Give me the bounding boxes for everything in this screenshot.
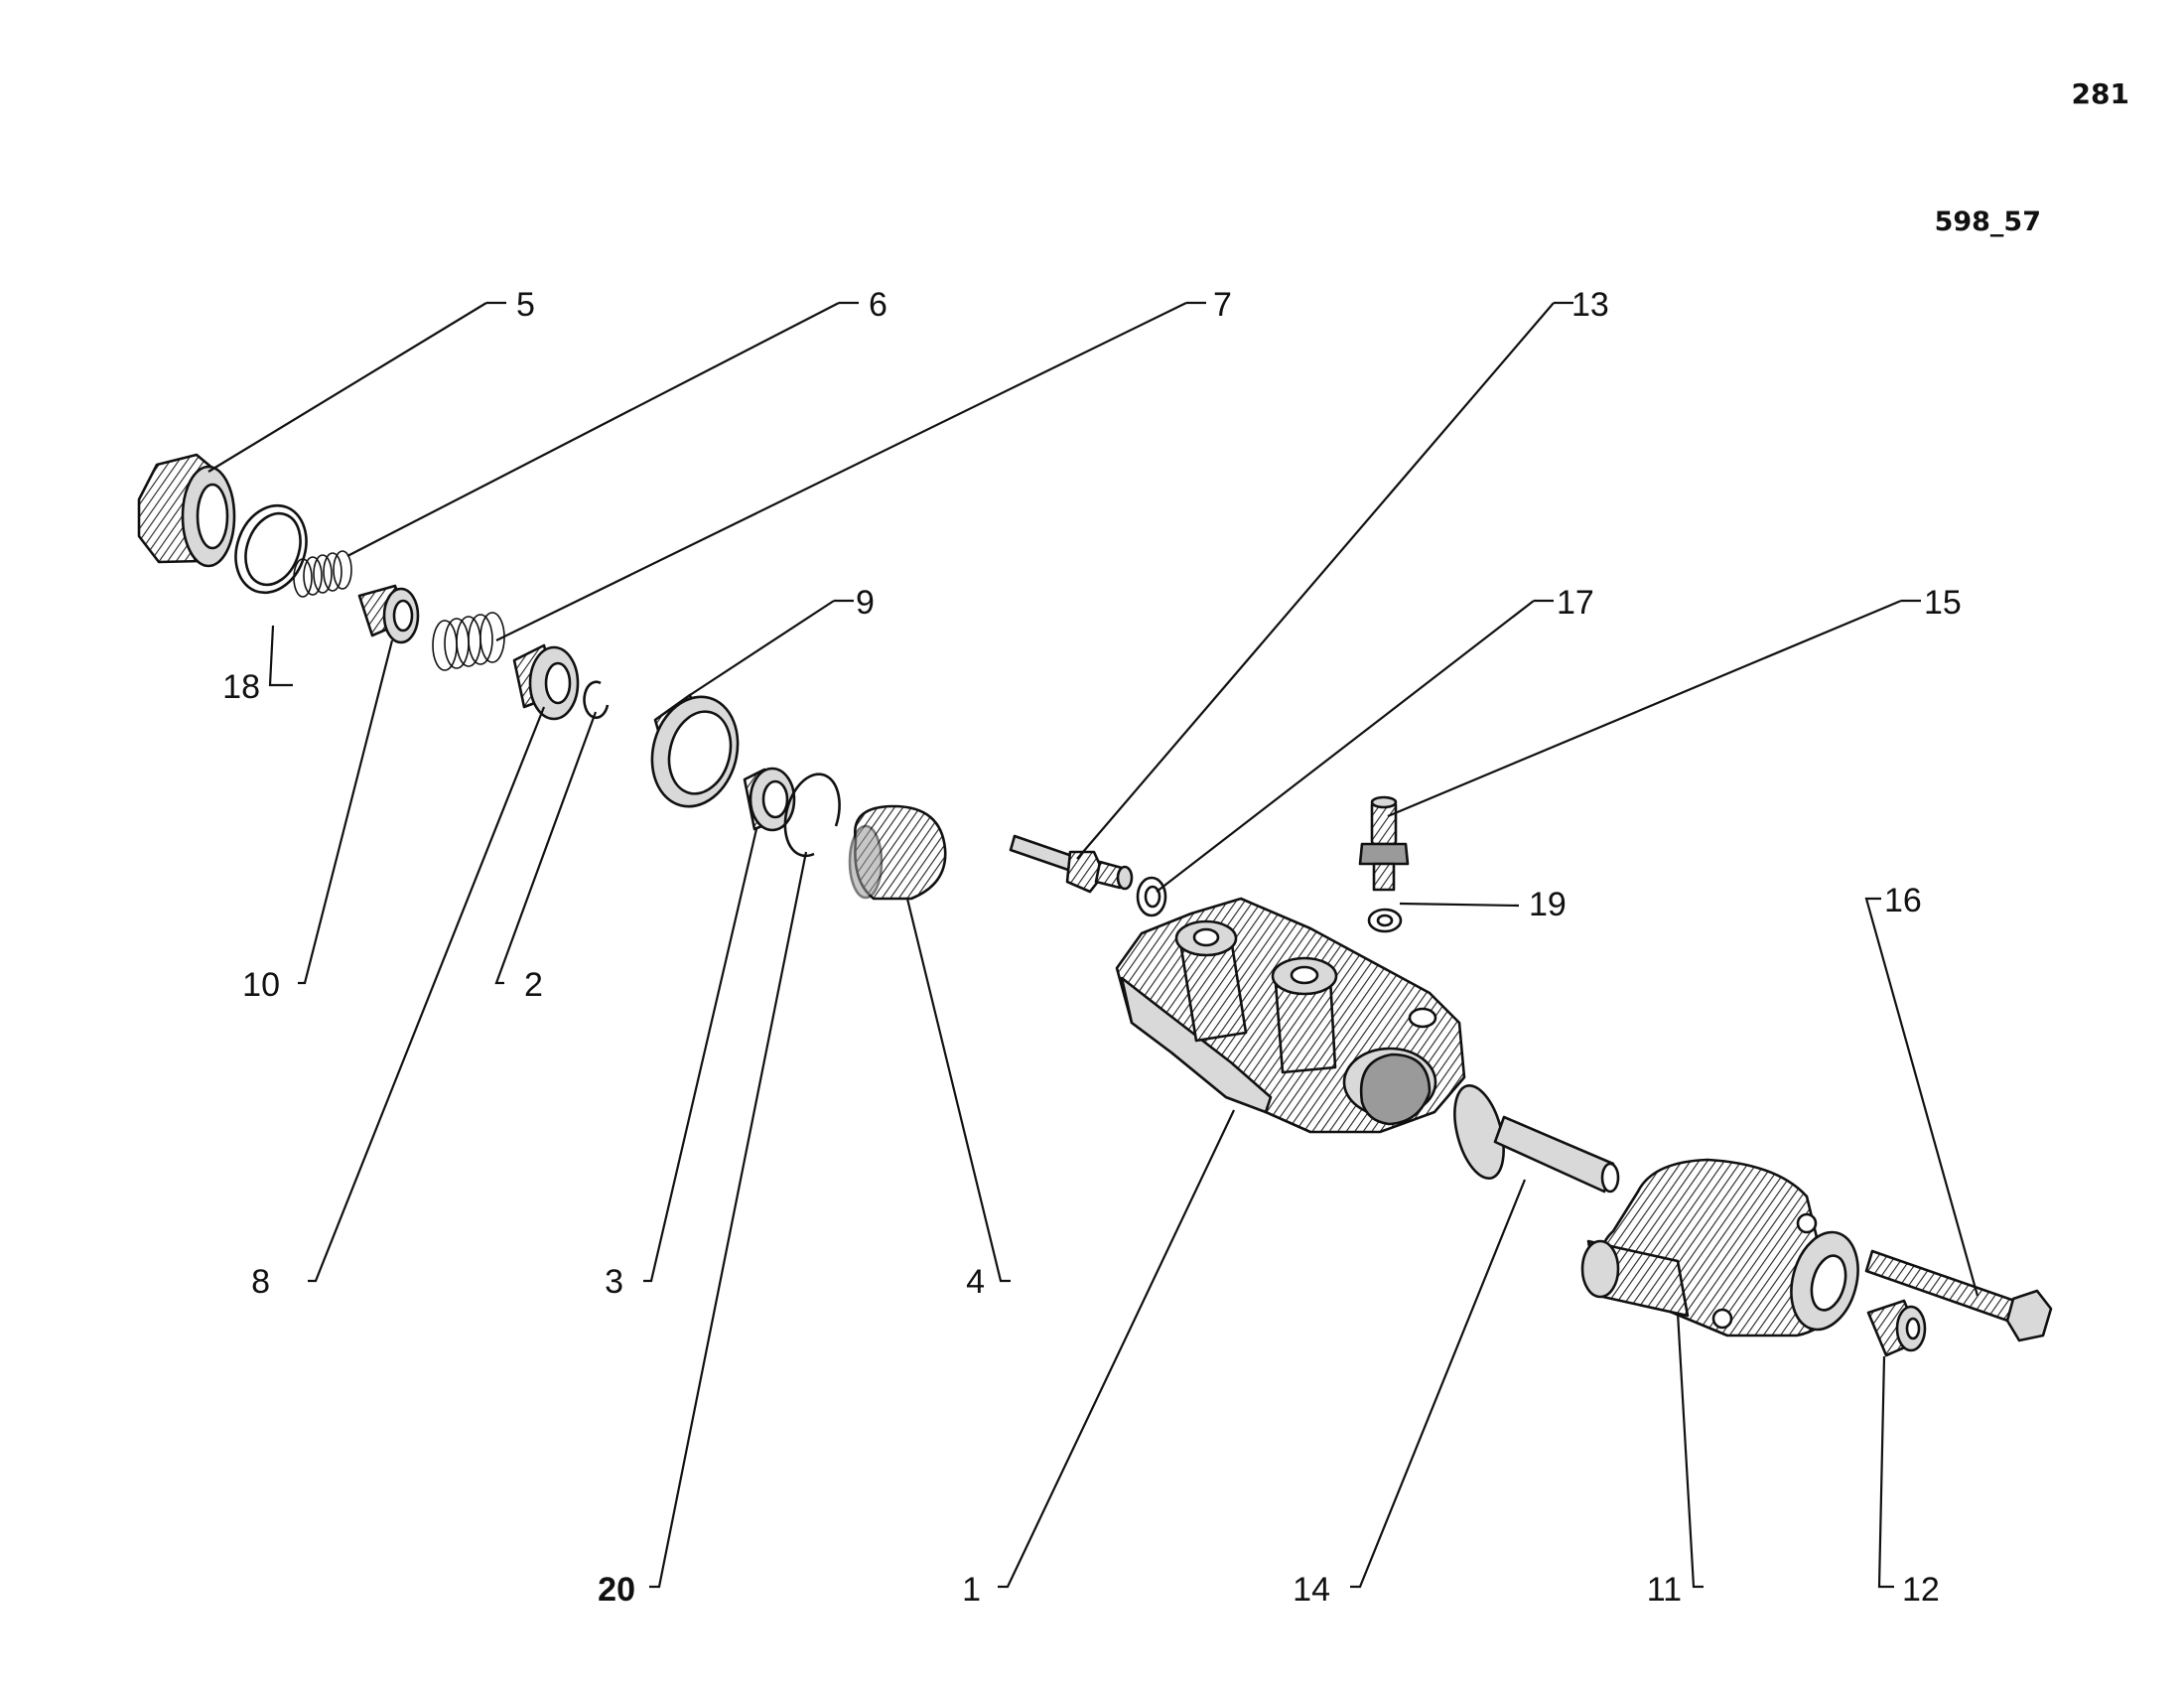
part-5-hex-plug <box>137 453 236 568</box>
part-15-banjo-bolt <box>1358 795 1410 892</box>
callout-12: 12 <box>1902 1571 1940 1609</box>
callout-7: 7 <box>1213 286 1232 324</box>
part-14-pushrod <box>1453 1083 1620 1194</box>
callout-20: 20 <box>598 1571 635 1609</box>
part-11-end-housing <box>1580 1158 1859 1337</box>
part-3-collar <box>743 767 796 832</box>
part-17-washer <box>1136 876 1167 917</box>
part-16-bolt <box>1864 1249 2053 1342</box>
part-20-retaining-ring <box>783 773 841 858</box>
part-13-bleed-screw <box>1009 834 1134 894</box>
callout-15: 15 <box>1924 584 1962 622</box>
callout-5: 5 <box>516 286 535 324</box>
part-6-small-spring <box>293 550 352 598</box>
callout-4: 4 <box>966 1263 985 1301</box>
callout-8: 8 <box>251 1263 270 1301</box>
callout-3: 3 <box>605 1263 623 1301</box>
callout-14: 14 <box>1293 1571 1330 1609</box>
callout-9: 9 <box>856 584 875 622</box>
part-19-washer <box>1367 908 1403 933</box>
figure-code: 598_57 <box>1935 207 2041 237</box>
callout-13: 13 <box>1571 286 1609 324</box>
part-18-sealing-ring <box>234 503 308 595</box>
part-7-large-spring <box>432 612 505 671</box>
callout-labels: 5 6 7 13 9 17 15 18 19 16 10 2 8 3 4 20 … <box>222 286 1962 1609</box>
callout-18: 18 <box>222 668 260 706</box>
callout-10: 10 <box>242 966 280 1004</box>
callout-11: 11 <box>1647 1571 1682 1609</box>
part-9-sleeve <box>650 693 740 808</box>
page-number: 281 <box>2072 77 2129 110</box>
callout-1: 1 <box>962 1571 981 1609</box>
part-8-valve-seat <box>512 643 580 721</box>
part-2-circlip <box>583 680 610 719</box>
part-4-cap <box>848 804 947 901</box>
callout-19: 19 <box>1529 886 1567 923</box>
part-12-nut <box>1866 1299 1927 1357</box>
callout-17: 17 <box>1557 584 1594 622</box>
callout-6: 6 <box>869 286 887 324</box>
part-1-valve-body <box>1115 897 1466 1134</box>
leader-lines <box>207 301 1979 1589</box>
part-10-plunger-bush <box>357 584 420 644</box>
callout-2: 2 <box>524 966 543 1004</box>
callout-16: 16 <box>1884 882 1922 919</box>
